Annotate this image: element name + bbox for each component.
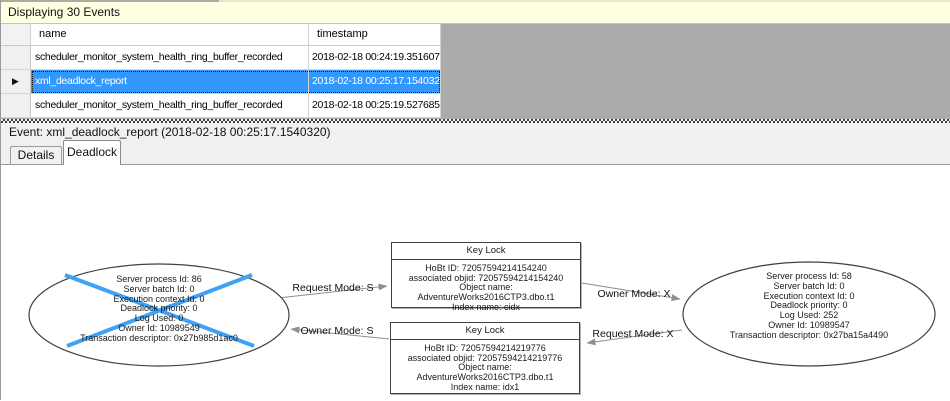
table-row[interactable]: scheduler_monitor_system_health_ring_buf… <box>1 46 441 70</box>
event-name-cell[interactable]: scheduler_monitor_system_health_ring_buf… <box>31 94 309 118</box>
edge-request-s-line <box>277 283 388 299</box>
row-selector-cell[interactable]: ▶ <box>1 70 31 94</box>
event-timestamp-cell[interactable]: 2018-02-18 00:24:19.3516078 <box>309 46 441 70</box>
edge-owner-x-line <box>581 282 681 302</box>
events-count-text: Displaying 30 Events <box>8 5 121 19</box>
events-count-bar: Displaying 30 Events <box>1 2 950 24</box>
horizontal-splitter[interactable] <box>1 119 950 123</box>
selected-event-label: Event: xml_deadlock_report (2018-02-18 0… <box>9 125 331 139</box>
table-row[interactable]: scheduler_monitor_system_health_ring_buf… <box>1 94 441 118</box>
resource-details: HoBt ID: 72057594214219776 associated ob… <box>407 343 563 392</box>
event-name-cell[interactable]: scheduler_monitor_system_health_ring_buf… <box>31 46 309 70</box>
grid-header-name[interactable]: name <box>31 24 309 46</box>
process-node-victim <box>28 263 290 367</box>
event-timestamp-cell[interactable]: 2018-02-18 00:25:17.1540320 <box>309 70 441 94</box>
row-selector-cell[interactable] <box>1 46 31 70</box>
victim-x-icon <box>64 273 255 348</box>
tab-details[interactable]: Details <box>10 146 62 164</box>
event-detail-header: Event: xml_deadlock_report (2018-02-18 0… <box>1 123 950 165</box>
tab-deadlock[interactable]: Deadlock <box>63 140 121 165</box>
selected-row-marker-icon: ▶ <box>12 76 19 86</box>
row-selector-cell[interactable] <box>1 94 31 118</box>
resource-title: Key Lock <box>392 243 580 260</box>
events-grid[interactable]: name timestamp scheduler_monitor_system_… <box>1 24 950 119</box>
grid-header-selector <box>1 24 31 46</box>
process-node-survivor <box>682 261 936 367</box>
resource-node-keylock-cidx: Key Lock HoBt ID: 72057594214154240 asso… <box>391 242 581 312</box>
resource-node-keylock-idx1: Key Lock HoBt ID: 72057594214219776 asso… <box>390 322 580 394</box>
event-timestamp-cell[interactable]: 2018-02-18 00:25:19.5276859 <box>309 94 441 118</box>
resource-details: HoBt ID: 72057594214154240 associated ob… <box>408 263 564 312</box>
edge-request-x-line <box>586 329 683 346</box>
deadlock-graph-pane: Server process Id: 86 Server batch Id: 0… <box>1 164 950 400</box>
resource-title: Key Lock <box>391 323 579 340</box>
event-name-cell[interactable]: xml_deadlock_report <box>31 70 309 94</box>
edge-owner-s-line <box>290 326 390 340</box>
deadlock-graph-canvas <box>28 261 936 367</box>
table-row-selected[interactable]: ▶ xml_deadlock_report 2018-02-18 00:25:1… <box>1 70 441 94</box>
window-top-strip <box>1 0 950 2</box>
grid-header-timestamp[interactable]: timestamp <box>309 24 441 46</box>
